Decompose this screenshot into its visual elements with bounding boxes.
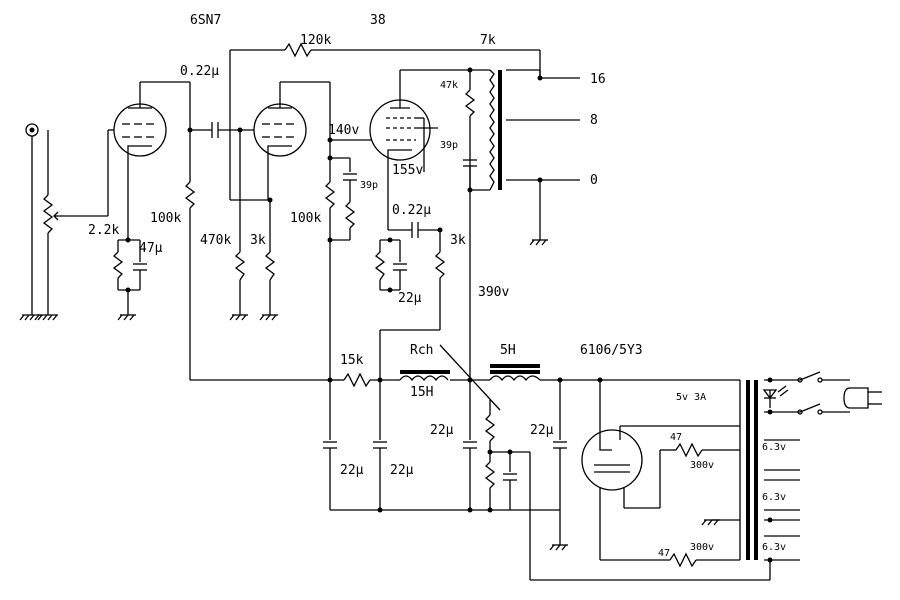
c2-label: 22μ — [390, 463, 414, 478]
output-coupling-cap-label: 0.22μ — [392, 203, 431, 218]
choke2-label: 5H — [500, 343, 516, 358]
bplus-voltage-label: 390v — [478, 285, 509, 300]
feedback-network — [229, 42, 541, 201]
plate-cap-label: 39p — [440, 140, 458, 151]
output-transformer — [489, 69, 580, 246]
input-jack — [19, 123, 42, 321]
stage2-plate-r-label: 100k — [290, 211, 321, 226]
r47b-label: 47 — [658, 548, 670, 559]
output-grid-v-label: 155v — [392, 163, 423, 178]
v2-type-label: 38 — [370, 13, 386, 28]
w63a-label: 6.3v — [762, 442, 786, 453]
rch-label: Rch — [410, 343, 433, 358]
tube-v1b — [253, 82, 307, 157]
coupling-cap-1 — [190, 122, 262, 138]
filter-capacitors — [323, 380, 568, 551]
r47a-label: 47 — [670, 432, 682, 443]
tap-0-label: 0 — [590, 173, 598, 188]
stage2-cathode-r-label: 3k — [250, 233, 266, 248]
rectifier-type-label: 6106/5Y3 — [580, 343, 643, 358]
output-plate-network — [400, 67, 490, 382]
feedback-resistor-label: 120k — [300, 33, 331, 48]
stage1-cathode-network — [112, 237, 147, 321]
tap-16-label: 16 — [590, 72, 606, 87]
screen-r-label: 47k — [440, 80, 458, 91]
tube-v1a — [113, 82, 167, 240]
stage2-snubber — [330, 157, 357, 241]
tube-v2 — [369, 70, 438, 230]
feedback-tap-label: 7k — [480, 33, 496, 48]
tap-8-label: 8 — [590, 113, 598, 128]
v1-type-label: 6SN7 — [190, 13, 221, 28]
stage2-plate-resistor — [280, 81, 336, 380]
rch-divider — [484, 400, 770, 581]
stage1-cathode-c-label: 47μ — [139, 241, 163, 256]
snub-cap-label: 39p — [360, 180, 378, 191]
output-cathode-c-label: 22μ — [398, 291, 422, 306]
stage2-plate-v-label: 140v — [328, 123, 359, 138]
c3-label: 22μ — [430, 423, 454, 438]
hv2-label: 300v — [690, 542, 714, 553]
tube-rectifier — [581, 380, 740, 568]
stage1-plate-resistor — [184, 127, 330, 381]
output-grid-network — [379, 160, 446, 380]
choke1-label: 15H — [410, 385, 433, 400]
r15k-label: 15k — [340, 353, 364, 368]
w63c-label: 6.3v — [762, 542, 786, 553]
power-switch — [762, 371, 850, 415]
power-ground — [701, 519, 740, 526]
hv1-label: 300v — [690, 460, 714, 471]
power-plug-icon — [843, 387, 882, 409]
output-cathode-network — [374, 239, 407, 293]
c4-label: 22μ — [530, 423, 554, 438]
stage1-plate-r-label: 100k — [150, 211, 181, 226]
w5v-label: 5v 3A — [676, 392, 706, 403]
output-cathode-r-label: 3k — [450, 233, 466, 248]
supply-bus — [327, 344, 740, 411]
w63b-label: 6.3v — [762, 492, 786, 503]
power-transformer — [739, 377, 800, 580]
stage2-grid-r-label: 470k — [200, 233, 231, 248]
stage1-cathode-r-label: 2.2k — [88, 223, 119, 238]
stage2-grid-resistor — [229, 130, 248, 321]
stage1-coupling-cap-label: 0.22μ — [180, 64, 219, 79]
c1-label: 22μ — [340, 463, 364, 478]
